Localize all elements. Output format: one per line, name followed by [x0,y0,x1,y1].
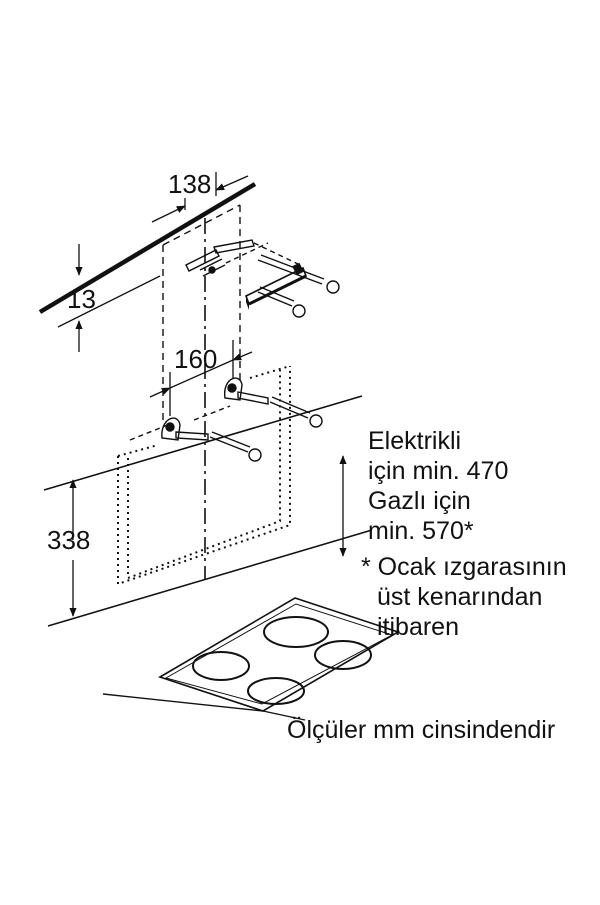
dimension-13 [57,244,161,352]
burner-front-left [192,651,250,681]
dimension-label-160: 160 [174,344,217,374]
dimension-label-138: 138 [168,169,211,199]
upper-screws [185,239,340,318]
units-caption: Ölçüler mm cinsindendir [287,716,555,744]
dimension-138 [151,172,249,223]
dimension-label-13: 13 [67,284,96,314]
hood-bottom-edge [47,529,373,627]
clearance-note: Elektrikli için min. 470 Gazlı için min.… [368,427,508,545]
burner-back-right [314,640,372,670]
ceiling-line [38,182,257,314]
dimension-160 [149,340,253,416]
footnote-line-2: üst kenarından [377,583,542,611]
dimension-label-338: 338 [47,525,90,555]
burner-front-right [247,677,305,705]
footnote-line-3: itibaren [377,613,459,641]
hood-body-outline [117,365,291,586]
footnote: * Ocak ızgarasının üst kenarından itibar… [361,553,567,641]
clearance-note-line-4: min. 570* [368,517,474,545]
lower-mounts [129,377,323,462]
hood-top-edge [43,395,363,491]
upper-bracket [244,262,308,310]
burner-back-left [263,616,329,648]
clearance-note-line-2: için min. 470 [368,457,508,485]
clearance-note-line-3: Gazlı için [368,487,471,515]
clearance-note-line-1: Elektrikli [368,427,461,455]
cooktop [102,597,400,721]
footnote-line-1: * Ocak ızgarasının [361,553,567,581]
